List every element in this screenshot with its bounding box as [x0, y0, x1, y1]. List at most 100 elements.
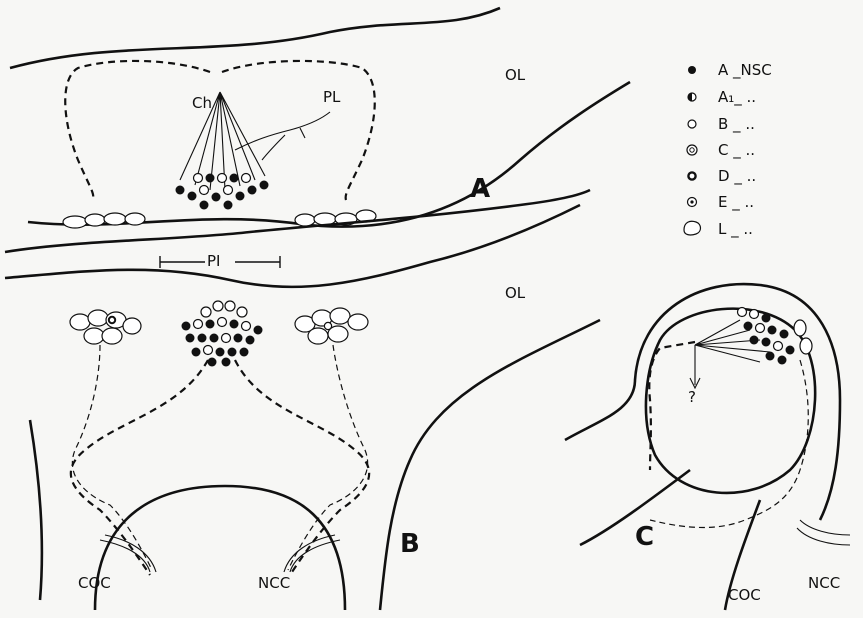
cell-a [778, 356, 787, 365]
panel-c-outer-dashed [650, 360, 808, 528]
cell-a [230, 320, 239, 329]
cell-a [212, 193, 221, 202]
cell-a [766, 352, 775, 361]
cell-l [794, 320, 806, 336]
cell-a [234, 334, 243, 343]
cell-e [324, 322, 331, 329]
panel-b-ncc-label: NCC [258, 574, 290, 592]
panel-a-pl-arbor [235, 112, 330, 160]
panel-b-right-outline [380, 320, 600, 610]
cell-a [768, 326, 777, 335]
legend-open-circle-icon [688, 120, 696, 128]
cell-c [213, 301, 223, 311]
cell-a [182, 322, 191, 331]
panel-a-ch-label: Ch [192, 94, 212, 112]
cell-b [200, 186, 209, 195]
cell-b [194, 174, 203, 183]
panel-c-nerve-bundles [797, 520, 850, 545]
cell-l [102, 328, 122, 344]
legend-label-b: B _ .. [718, 115, 755, 134]
cell-a [240, 348, 249, 357]
cell-b [242, 174, 251, 183]
panel-b-left-wall [30, 420, 42, 600]
legend-dotted-circle-icon [688, 198, 697, 207]
cell-b [194, 320, 203, 329]
cell-a [200, 201, 209, 210]
cell-a [186, 334, 195, 343]
cell-a [780, 330, 789, 339]
cell-l [330, 308, 350, 324]
panel-a-pl-label: PL [323, 88, 341, 106]
cell-a [750, 336, 759, 345]
legend-thick-circle-icon [688, 172, 695, 179]
cell-l [800, 338, 812, 354]
panel-c-dashed-tract [649, 342, 695, 470]
cell-l [84, 328, 104, 344]
panel-b-coc-label: COC [78, 574, 111, 592]
panel-a-letter: A [470, 174, 490, 204]
panel-c: ? C COC NCC [565, 284, 850, 610]
cell-c [738, 308, 747, 317]
cell-a [762, 314, 771, 323]
panel-b-letter: B [400, 529, 420, 559]
cell-a [762, 338, 771, 347]
legend: A _NSC A₁_ .. B _ .. C _ .. D _ .. E _ .… [684, 61, 772, 239]
cell-l [63, 216, 87, 228]
cell-l [308, 328, 328, 344]
panel-b-left-l-cluster [70, 310, 141, 344]
panel-c-ncc-label: NCC [808, 574, 840, 592]
cell-a [236, 192, 245, 201]
cell-a [254, 326, 263, 335]
cell-a [206, 320, 215, 329]
cell-b [218, 318, 227, 327]
cell-a [224, 201, 233, 210]
cell-b [756, 324, 765, 333]
cell-c [237, 307, 247, 317]
cell-l [85, 214, 105, 226]
cell-l [104, 213, 126, 225]
panel-a-l-cells-left [63, 213, 145, 228]
cell-c [224, 186, 233, 195]
cell-a [786, 346, 795, 355]
cell-l [348, 314, 368, 330]
cell-c [201, 307, 211, 317]
legend-label-a: A _NSC [718, 61, 772, 80]
legend-label-l: L _ .. [718, 220, 753, 239]
cell-l [123, 318, 141, 334]
legend-label-e: E _ .. [718, 193, 754, 212]
cell-a [222, 358, 231, 367]
panel-b-right-l-cluster [295, 308, 368, 344]
panel-a-dashed-tract-left [65, 61, 210, 200]
cell-c [222, 334, 231, 343]
cell-a [216, 348, 225, 357]
panel-c-coc-label: COC [728, 586, 761, 604]
cell-a [260, 181, 269, 190]
panel-c-arrow [690, 345, 700, 388]
cell-a [210, 334, 219, 343]
cell-l [88, 310, 108, 326]
legend-blob-icon [684, 221, 701, 235]
cell-b [218, 174, 227, 183]
cell-b [242, 322, 251, 331]
panel-c-letter: C [635, 522, 654, 552]
cell-a [192, 348, 201, 357]
cell-a [188, 192, 197, 201]
cell-a [208, 358, 217, 367]
panel-b-centre-cluster [182, 301, 263, 367]
legend-label-c: C _ .. [718, 141, 755, 160]
cell-a [246, 336, 255, 345]
cell-b [774, 342, 783, 351]
panel-c-outer-outline [565, 284, 840, 520]
panel-a-ol-label: OL [505, 66, 526, 84]
cell-a [198, 334, 207, 343]
cell-l [70, 314, 90, 330]
legend-double-circle-icon [687, 145, 697, 155]
cell-a [248, 186, 257, 195]
cell-a [206, 174, 215, 183]
panel-b: PI OL B COC NCC [5, 190, 600, 610]
legend-half-filled-icon [688, 93, 696, 101]
cell-c [225, 301, 235, 311]
panel-b-ol-label: OL [505, 284, 526, 302]
